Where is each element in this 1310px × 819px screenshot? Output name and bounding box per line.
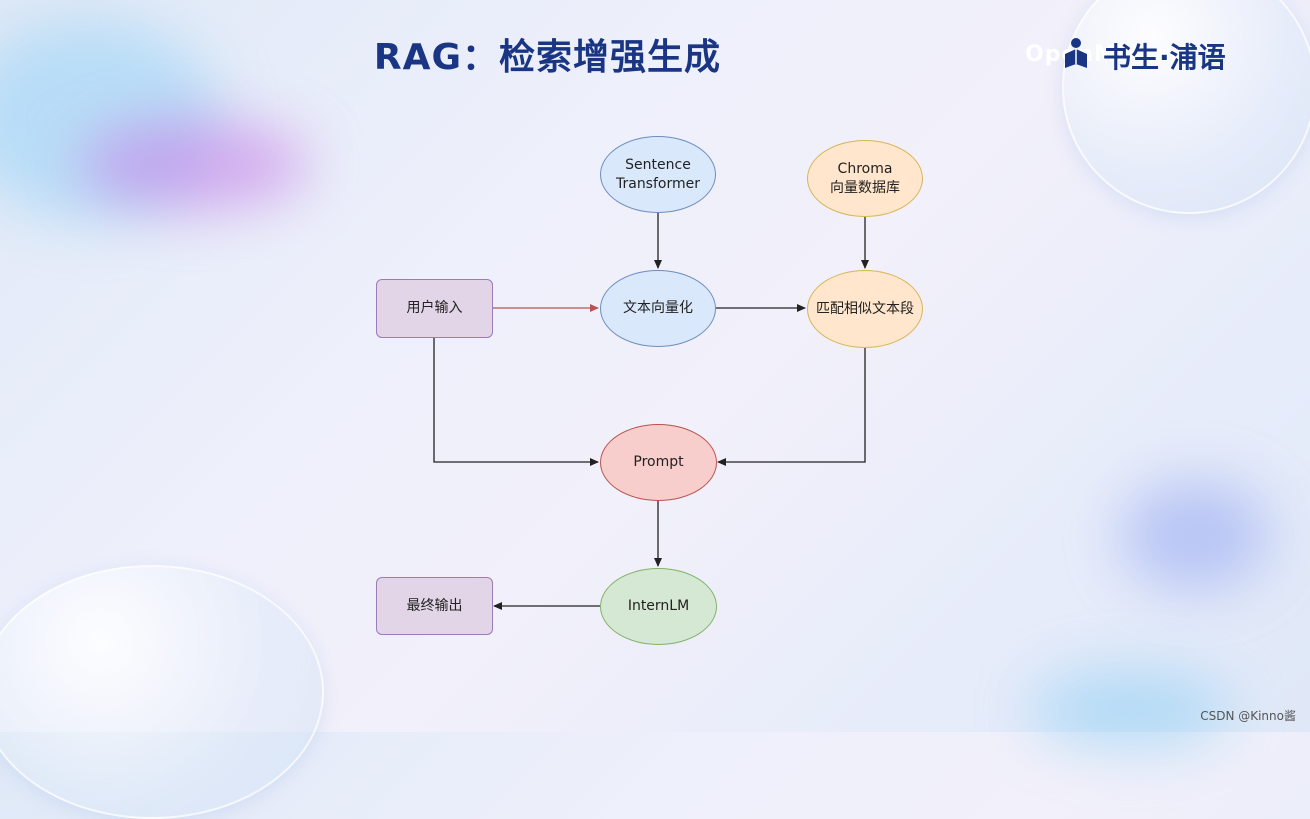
node-prompt: Prompt xyxy=(600,424,717,501)
background-glow-purple xyxy=(80,120,310,210)
background-glow-blue xyxy=(1120,480,1270,590)
node-final-output: 最终输出 xyxy=(376,577,493,635)
node-internlm: InternLM xyxy=(600,568,717,645)
node-chroma-db: Chroma 向量数据库 xyxy=(807,140,923,217)
node-text-vectorize: 文本向量化 xyxy=(600,270,716,347)
rag-flow-diagram xyxy=(433,212,869,610)
node-match-similar: 匹配相似文本段 xyxy=(807,270,923,348)
node-sentence-transformer: Sentence Transformer xyxy=(600,136,716,213)
book-logo-icon xyxy=(1065,38,1087,68)
slide-title: RAG：检索增强生成 xyxy=(373,37,722,78)
logo-faint-text: OpenMMLab xyxy=(1025,41,1188,67)
node-user-input: 用户输入 xyxy=(376,279,493,338)
brand-logo: OpenMMLab 书生·浦语 xyxy=(1025,34,1226,74)
csdn-watermark: CSDN @Kinno酱 xyxy=(1200,709,1296,723)
decorative-bubble-top-right xyxy=(1062,0,1310,214)
edge-user-input-to-prompt xyxy=(433,337,599,466)
edge-match-similar-to-prompt xyxy=(717,347,866,466)
logo-text: 书生·浦语 xyxy=(1103,41,1226,74)
